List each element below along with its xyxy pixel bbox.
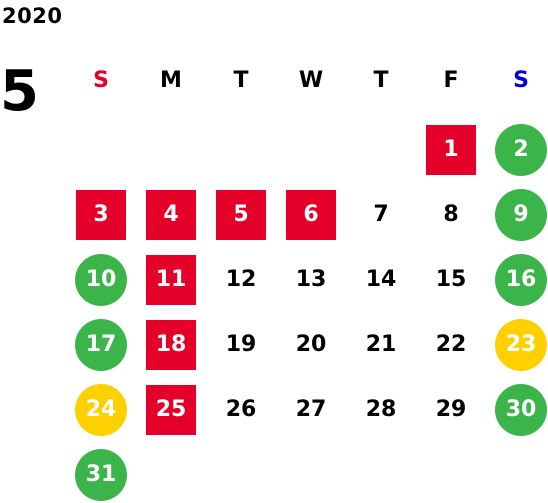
day-cell-28[interactable]: 28 bbox=[365, 397, 397, 422]
day-cell-19[interactable]: 19 bbox=[225, 332, 257, 357]
day-cell-9[interactable]: 9 bbox=[495, 189, 547, 241]
day-cell-6[interactable]: 6 bbox=[286, 190, 336, 240]
day-cell-18[interactable]: 18 bbox=[146, 320, 196, 370]
day-cell-10[interactable]: 10 bbox=[75, 254, 127, 306]
weekday-tuesday: T bbox=[233, 68, 249, 93]
day-cell-12[interactable]: 12 bbox=[225, 267, 257, 292]
day-cell-15[interactable]: 15 bbox=[435, 267, 467, 292]
weekday-thursday: T bbox=[373, 68, 389, 93]
day-cell-31[interactable]: 31 bbox=[75, 449, 127, 501]
day-cell-30[interactable]: 30 bbox=[495, 384, 547, 436]
day-cell-27[interactable]: 27 bbox=[295, 397, 327, 422]
day-cell-20[interactable]: 20 bbox=[295, 332, 327, 357]
day-cell-14[interactable]: 14 bbox=[365, 267, 397, 292]
day-cell-2[interactable]: 2 bbox=[495, 124, 547, 176]
day-cell-13[interactable]: 13 bbox=[295, 267, 327, 292]
day-cell-11[interactable]: 11 bbox=[146, 255, 196, 305]
year-label: 2020 bbox=[2, 4, 63, 28]
day-cell-25[interactable]: 25 bbox=[146, 385, 196, 435]
day-cell-5[interactable]: 5 bbox=[216, 190, 266, 240]
day-cell-22[interactable]: 22 bbox=[435, 332, 467, 357]
day-cell-3[interactable]: 3 bbox=[76, 190, 126, 240]
weekday-monday: M bbox=[160, 68, 182, 93]
day-cell-26[interactable]: 26 bbox=[225, 397, 257, 422]
month-label: 5 bbox=[0, 59, 39, 124]
weekday-wednesday: W bbox=[298, 68, 324, 93]
day-cell-23[interactable]: 23 bbox=[495, 319, 547, 371]
day-cell-21[interactable]: 21 bbox=[365, 332, 397, 357]
day-cell-8[interactable]: 8 bbox=[443, 202, 459, 227]
day-cell-7[interactable]: 7 bbox=[373, 202, 389, 227]
weekday-friday: F bbox=[443, 68, 459, 93]
day-cell-16[interactable]: 16 bbox=[495, 254, 547, 306]
day-cell-17[interactable]: 17 bbox=[75, 319, 127, 371]
day-cell-4[interactable]: 4 bbox=[146, 190, 196, 240]
day-cell-29[interactable]: 29 bbox=[435, 397, 467, 422]
weekday-sunday: S bbox=[93, 68, 109, 93]
day-cell-1[interactable]: 1 bbox=[426, 125, 476, 175]
day-cell-24[interactable]: 24 bbox=[75, 384, 127, 436]
weekday-saturday: S bbox=[513, 68, 529, 93]
